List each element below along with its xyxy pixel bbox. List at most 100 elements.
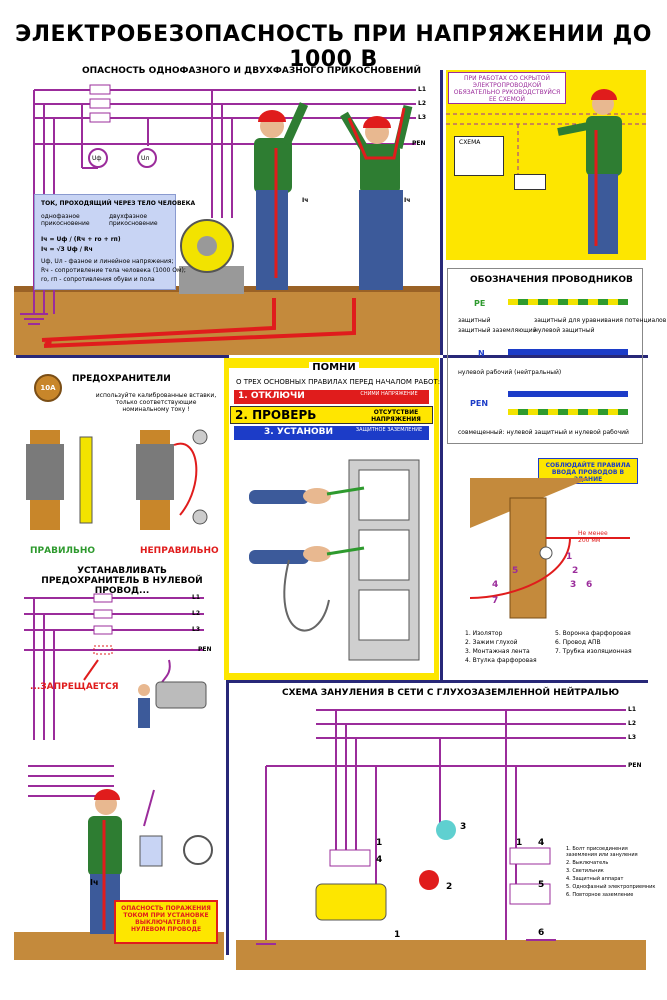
poster-title: ЭЛЕКТРОБЕЗОПАСНОСТЬ ПРИ НАПРЯЖЕНИИ ДО 10… [15,22,652,72]
n-item: нулевой рабочий (нейтральный) [458,369,562,376]
rule-desc: ОТСУТСТВИЕ НАПРЯЖЕНИЯ [371,409,421,423]
pe-item: защитный заземляющий [458,327,537,334]
entry-legend: 5. Воронка фарфоровая [555,630,631,637]
formula-one-phase: однофазное прикосновение [41,213,90,227]
neutral-fuse-title: УСТАНАВЛИВАТЬ ПРЕДОХРАНИТЕЛЬ В НУЛЕВОЙ П… [41,566,203,596]
zeroing-title: СХЕМА ЗАНУЛЕНИЯ В СЕТИ С ГЛУХОЗАЗЕМЛЕННО… [282,688,620,698]
entry-num: 1 [566,552,573,562]
zeroing-legend: 4. Защитный аппарат [566,876,624,882]
divider [228,680,648,683]
zeroing-num: 2 [446,882,453,892]
conductors-title: ОБОЗНАЧЕНИЯ ПРОВОДНИКОВ [470,275,633,285]
zeroing-num: 4 [538,838,545,848]
n-label: N [478,349,485,358]
fuse-wrong-label: НЕПРАВИЛЬНО [140,546,219,556]
line-label-pen: PEN [198,646,212,653]
formula-legend-1: Uф, Uл - фазное и линейное напряжения; [41,258,174,265]
rule-row-2: 2. ПРОВЕРЬ ОТСУТСТВИЕ НАПРЯЖЕНИЯ [230,406,433,424]
line-label-l1: L1 [418,86,426,93]
n-wire [508,349,628,355]
pen-item: совмещенный: нулевой защитный и нулевой … [458,429,629,436]
zeroing-num: 6 [538,928,545,938]
entry-figure [469,478,630,619]
touch-title: ОПАСНОСТЬ ОДНОФАЗНОГО И ДВУХФАЗНОГО ПРИК… [82,66,421,76]
danger-note: ОПАСНОСТЬ ПОРАЖЕНИЯ ТОКОМ ПРИ УСТАНОВКЕ … [114,900,218,944]
remember-panel: ПОМНИ О ТРЕХ ОСНОВНЫХ ПРАВИЛАХ ПЕРЕД НАЧ… [224,358,441,680]
entry-num: 2 [572,566,579,576]
fuses-note: используйте калиброванные вставки, тольк… [95,392,217,413]
divider [16,355,226,358]
entry-min-distance: Не менее 200 мм [578,530,608,544]
pen-wire-2 [508,409,628,415]
formula-box: ТОК, ПРОХОДЯЩИЙ ЧЕРЕЗ ТЕЛО ЧЕЛОВЕКА одно… [34,194,195,290]
entry-num: 3 [570,580,577,590]
fuses-title: ПРЕДОХРАНИТЕЛИ [72,374,171,384]
rule-desc: СНИМИ НАПРЯЖЕНИЕ [360,391,418,397]
fuse-badge: 10А [34,374,62,402]
fuses-figure [26,429,208,530]
ul-label: Uл [141,155,150,162]
rule-label: 2. ПРОВЕРЬ [235,408,317,422]
uf-label: Uф [92,155,102,162]
conductors-panel: ОБОЗНАЧЕНИЯ ПРОВОДНИКОВ PE защитный защи… [447,268,666,444]
line-label-pen: PEN [412,140,426,147]
zeroing-diagram [236,709,646,970]
hidden-wiring-panel: ПРИ РАБОТАХ СО СКРЫТОЙ ЭЛЕКТРОПРОВОДКОЙ … [446,70,646,260]
ich-label: Iч [302,197,309,204]
rule-desc: ЗАЩИТНОЕ ЗАЗЕМЛЕНИЕ [355,427,423,433]
line-label-l3: L3 [418,114,426,121]
rule-label: 3. УСТАНОВИ [264,427,334,437]
line-label-l1: L1 [192,594,200,601]
rule-row-3: 3. УСТАНОВИ ЗАЩИТНОЕ ЗАЗЕМЛЕНИЕ [234,426,429,440]
formula-two-phase: двухфазное прикосновение [109,213,158,227]
pe-item: защитный для уравнивания потенциалов [534,317,667,324]
rule-row-1: 1. ОТКЛЮЧИ СНИМИ НАПРЯЖЕНИЕ [234,390,429,404]
entry-legend: 3. Монтажная лента [465,648,530,655]
remember-title: ПОМНИ [309,362,359,376]
line-label-l3: L3 [192,626,200,633]
zeroing-num: 1 [376,838,383,848]
danger-ich-label: Iч [90,878,99,887]
zeroing-legend: 2. Выключатель [566,860,609,866]
divider [440,358,443,680]
zeroing-num: 5 [538,880,545,890]
entry-legend: 7. Трубка изоляционная [555,648,632,655]
line-label-pen: PEN [628,762,642,769]
entry-num: 6 [586,580,593,590]
formula-2: Iч = √3 Uф / Rч [41,246,93,253]
remember-subtitle: О ТРЕХ ОСНОВНЫХ ПРАВИЛАХ ПЕРЕД НАЧАЛОМ Р… [236,378,441,386]
fuse-right-label: ПРАВИЛЬНО [30,546,96,556]
hidden-wiring-note: ПРИ РАБОТАХ СО СКРЫТОЙ ЭЛЕКТРОПРОВОДКОЙ … [448,72,566,104]
pen-label: PEN [470,399,489,408]
entry-legend: 2. Зажим глухой [465,639,518,646]
zeroing-legend: 3. Светильник [566,868,604,874]
entry-num: 7 [492,596,499,606]
entry-num: 4 [492,580,499,590]
pe-label: PE [474,299,486,308]
zeroing-num: 1 [516,838,523,848]
line-label-l3: L3 [628,734,636,741]
pe-wire [508,299,628,305]
pe-item: защитный [458,317,491,324]
schema-label: СХЕМА [459,139,481,146]
entry-legend: 4. Втулка фарфоровая [465,657,537,664]
neutral-fuse-diagram [24,593,207,740]
pen-wire [508,391,628,397]
forbidden-label: ...ЗАПРЕЩАЕТСЯ [30,682,119,692]
zeroing-legend: 5. Однофазный электроприемник [566,884,656,890]
socket [514,174,546,190]
zeroing-num: 3 [460,822,467,832]
schema-sheet: СХЕМА [454,136,504,176]
ich-label: Iч [404,197,411,204]
zeroing-num: 1 [394,930,401,940]
formula-1: Iч = Uф / (Rч + rо + rп) [41,236,121,243]
panel-testing-figure [249,459,420,661]
divider [440,70,443,355]
formula-heading: ТОК, ПРОХОДЯЩИЙ ЧЕРЕЗ ТЕЛО ЧЕЛОВЕКА [41,200,196,207]
divider [443,355,648,358]
zeroing-num: 4 [376,855,383,865]
hidden-wiring-figure [446,89,646,254]
line-label-l2: L2 [418,100,426,107]
line-label-l2: L2 [192,610,200,617]
touch-diagram [14,84,440,355]
